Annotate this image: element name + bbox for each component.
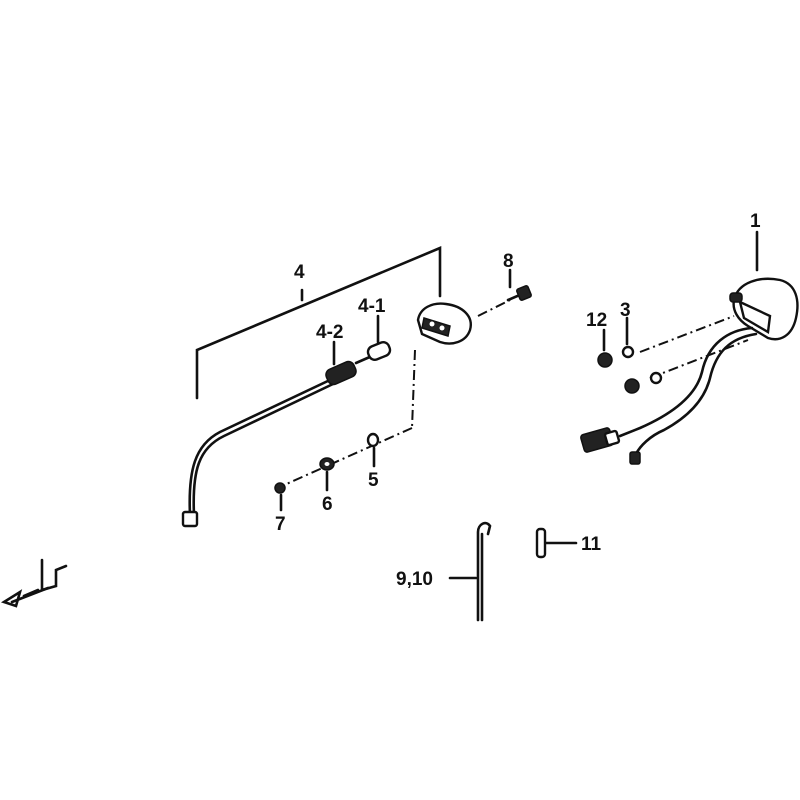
label-12: 12 bbox=[586, 310, 607, 331]
washer-3 bbox=[621, 345, 663, 385]
label-8: 8 bbox=[503, 251, 514, 272]
label-7: 7 bbox=[275, 514, 286, 535]
nut-7 bbox=[274, 482, 286, 494]
rod-9-10 bbox=[448, 521, 492, 622]
cable-assembly bbox=[181, 354, 374, 528]
group-4-bracket bbox=[195, 246, 442, 400]
label-9-10: 9,10 bbox=[396, 569, 433, 590]
bulb-4-1 bbox=[366, 340, 392, 362]
label-4-1: 4-1 bbox=[358, 296, 386, 317]
label-6: 6 bbox=[322, 494, 333, 515]
bolt-8 bbox=[477, 285, 532, 317]
label-5: 5 bbox=[368, 470, 379, 491]
label-4: 4 bbox=[294, 262, 305, 283]
label-1: 1 bbox=[750, 211, 761, 232]
washer-5 bbox=[366, 432, 380, 448]
nut-12 bbox=[597, 352, 640, 394]
tail-light-1 bbox=[580, 277, 799, 465]
leader-lines bbox=[279, 230, 759, 512]
mount-axis bbox=[281, 349, 416, 487]
lamp-housing bbox=[416, 302, 472, 345]
front-direction-icon bbox=[0, 558, 68, 608]
label-4-2: 4-2 bbox=[316, 322, 343, 343]
label-3: 3 bbox=[620, 300, 631, 321]
pin-11 bbox=[535, 527, 578, 559]
label-11: 11 bbox=[581, 534, 602, 555]
washer-6 bbox=[319, 457, 335, 471]
